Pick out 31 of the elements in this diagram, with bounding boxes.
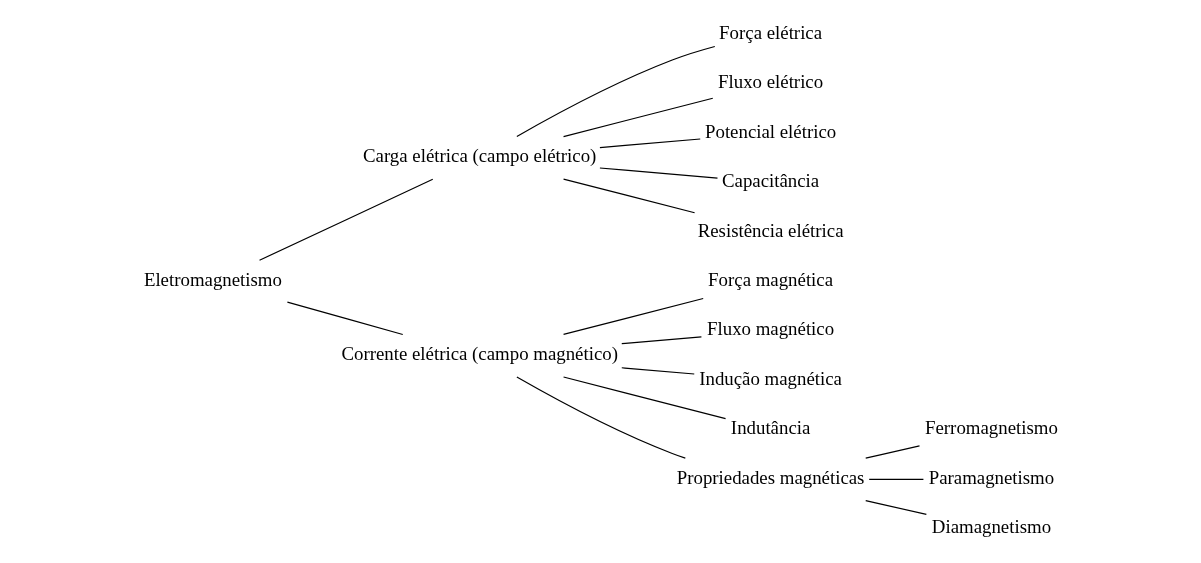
- node-text: Fluxo magnético: [706, 318, 834, 340]
- connector: [598, 138, 701, 149]
- node-text: Indutância: [730, 417, 810, 439]
- connector: [515, 45, 715, 138]
- connector: [620, 367, 695, 375]
- connector: [864, 500, 927, 515]
- node-text: Força elétrica: [718, 21, 822, 43]
- connector: [562, 297, 704, 336]
- node-text: Resistência elétrica: [697, 219, 844, 241]
- connector: [286, 301, 403, 336]
- connector: [864, 445, 920, 459]
- connector: [562, 376, 726, 420]
- node-text: Paramagnetismo: [928, 466, 1054, 488]
- connector: [515, 376, 686, 459]
- connector: [562, 97, 713, 138]
- node-text: Força magnética: [707, 268, 833, 290]
- node-text: Indução magnética: [698, 367, 842, 389]
- node-text: Propriedades magnéticas: [676, 466, 864, 488]
- node-text: Eletromagnetismo: [143, 268, 282, 290]
- node-text: Diamagnetismo: [931, 516, 1051, 538]
- node-text: Ferromagnetismo: [924, 417, 1058, 439]
- connector: [620, 336, 702, 345]
- node-text: Fluxo elétrico: [717, 71, 823, 93]
- node-text: Corrente elétrica (campo magnético): [340, 343, 618, 365]
- connector: [598, 167, 718, 179]
- connector: [562, 178, 695, 214]
- node-text: Potencial elétrico: [704, 120, 836, 142]
- node-text: Carga elétrica (campo elétrico): [362, 145, 596, 167]
- connector: [258, 178, 433, 261]
- node-text: Capacitância: [721, 170, 819, 192]
- connector: [868, 478, 924, 480]
